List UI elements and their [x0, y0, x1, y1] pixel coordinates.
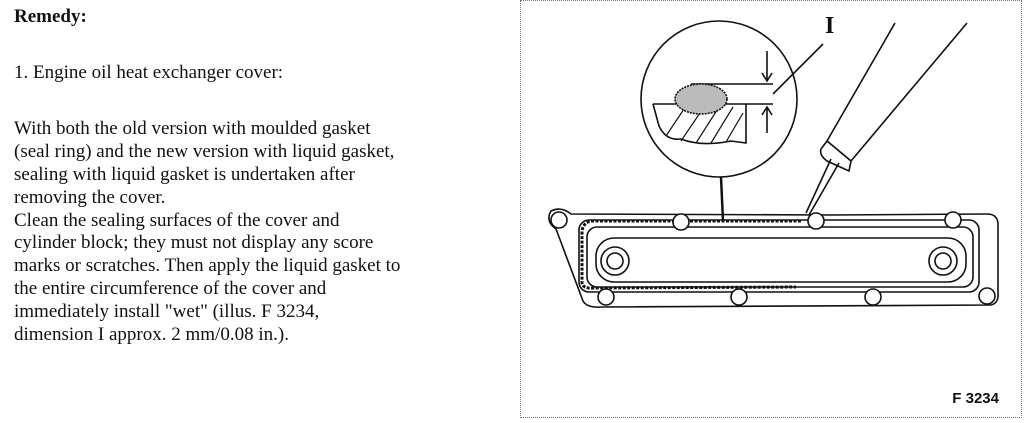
paragraph-line: cylinder block; they must not display an… [14, 232, 374, 254]
step-title: 1. Engine oil heat exchanger cover: [14, 62, 284, 83]
illustration-frame: I F 3234 [520, 0, 1022, 418]
paragraph-line: removing the cover. [14, 186, 166, 208]
paragraph-line: immediately install "wet" (illus. F 3234… [14, 301, 320, 323]
gasket-groove [578, 219, 980, 293]
gasket-bead [580, 219, 801, 290]
bolt-holes [550, 211, 996, 306]
gasket-bead-section [674, 83, 728, 115]
dimension-arrows [761, 51, 773, 133]
cover-plate [548, 208, 999, 308]
paragraph-line: Clean the sealing surfaces of the cover … [14, 209, 340, 231]
paragraph-line: With both the old version with moulded g… [14, 118, 371, 139]
paragraph-line: marks or scratches. Then apply the liqui… [14, 255, 401, 277]
cover-channel [595, 237, 967, 283]
dimension-leader [772, 43, 824, 95]
paragraph-line: (seal ring) and the new version with liq… [14, 140, 395, 162]
figure-label: F 3234 [952, 390, 999, 407]
remedy-heading: Remedy: [14, 6, 87, 27]
paragraph-line: the entire circumference of the cover an… [14, 278, 327, 300]
sealant-cartridge-icon [805, 22, 968, 216]
gasket-illustration [548, 20, 999, 308]
paragraph-line: dimension I approx. 2 mm/0.08 in.). [14, 324, 289, 346]
dimension-label: I [825, 13, 835, 39]
instruction-paragraph: With both the old version with moulded g… [14, 118, 400, 347]
paragraph-line: sealing with liquid gasket is undertaken… [14, 163, 355, 185]
